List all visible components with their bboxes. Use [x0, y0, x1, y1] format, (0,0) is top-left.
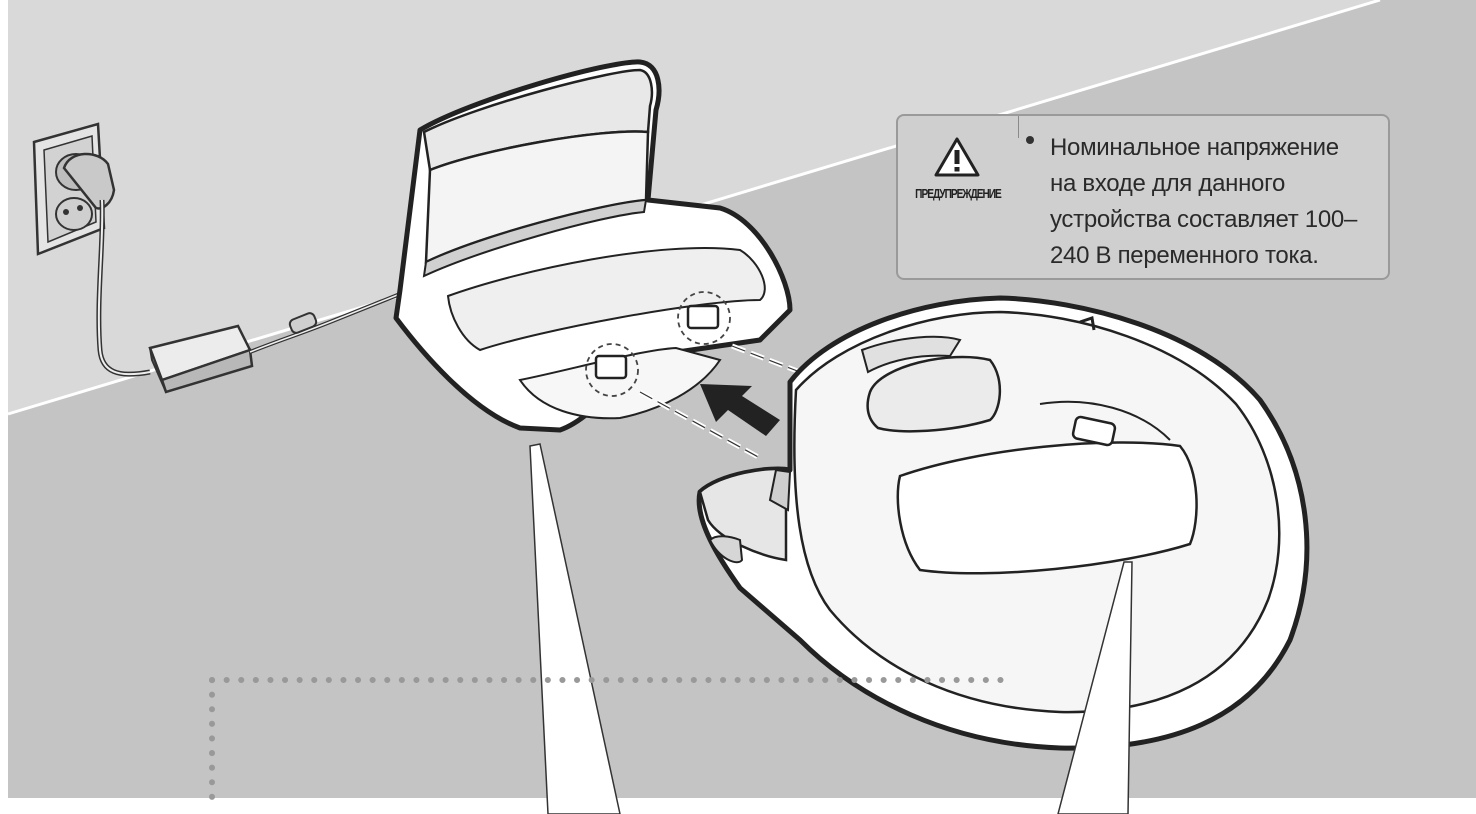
bottom-margin — [0, 798, 1476, 814]
warning-box: ПРЕДУПРЕЖДЕНИЕ Номинальное напряжение на… — [896, 114, 1390, 280]
power-plug — [62, 152, 151, 377]
warning-separator — [1018, 116, 1019, 138]
warning-line-2: на входе для данного — [1050, 170, 1286, 197]
warning-line-1: Номинальное напряжение — [1050, 134, 1339, 161]
charging-station — [393, 59, 793, 433]
warning-line-3: устройства составляет 100– — [1050, 206, 1358, 233]
warning-triangle-icon — [934, 137, 980, 177]
power-adapter — [148, 292, 401, 394]
warning-bullet — [1026, 136, 1034, 144]
left-margin — [0, 0, 8, 814]
dotted-guide — [209, 677, 1007, 809]
robot-vacuum — [696, 295, 1310, 751]
warning-text: Номинальное напряжение на входе для данн… — [1050, 130, 1380, 274]
wall-outlet — [32, 122, 106, 256]
warning-line-4: 240 В переменного тока. — [1050, 242, 1319, 269]
warning-label: ПРЕДУПРЕЖДЕНИЕ — [915, 186, 1002, 201]
callout-pointers — [529, 443, 1133, 814]
alignment-guides — [638, 343, 801, 461]
insert-arrow-icon — [700, 384, 780, 436]
